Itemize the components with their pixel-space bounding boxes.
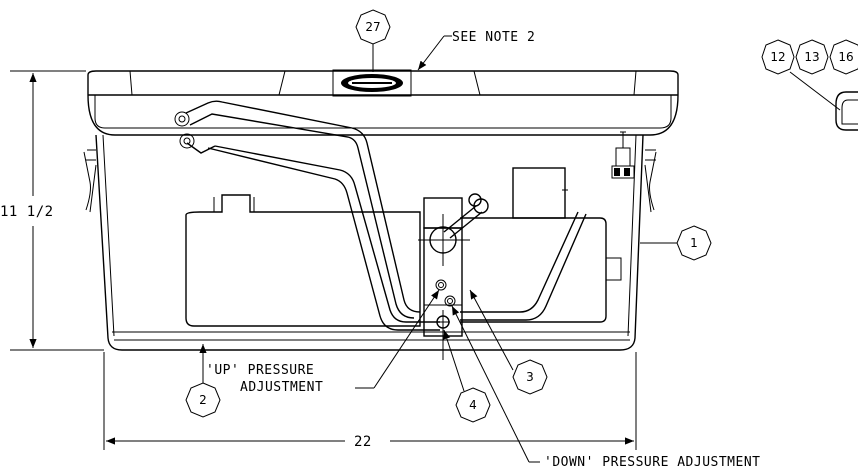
balloon-16: 16	[829, 39, 858, 75]
enclosure-lid	[87, 69, 679, 136]
width-dimension: 22	[103, 352, 637, 450]
balloon-27: 27	[355, 9, 391, 72]
balloon-13: 13	[795, 39, 829, 75]
enclosure-body	[83, 134, 657, 351]
reservoir-tank	[185, 194, 421, 327]
side-view-fragment	[835, 91, 858, 131]
balloon-3: 3	[469, 289, 548, 395]
down-pressure-text: 'DOWN' PRESSURE ADJUSTMENT	[544, 455, 761, 470]
hydraulic-lines	[174, 100, 587, 331]
balloon-4: 4	[443, 329, 491, 423]
down-pressure-callout: 'DOWN' PRESSURE ADJUSTMENT	[451, 305, 761, 470]
motor	[460, 167, 622, 323]
balloon-2: 2	[185, 344, 221, 418]
svg-text:13: 13	[804, 50, 819, 64]
valve-assembly	[418, 193, 489, 360]
see-note-callout: SEE NOTE 2	[417, 30, 535, 71]
svg-text:12: 12	[770, 50, 785, 64]
svg-text:3: 3	[526, 370, 534, 384]
width-dimension-label: 22	[354, 434, 372, 450]
svg-text:1: 1	[690, 236, 698, 250]
balloon-12: 12	[761, 39, 795, 75]
toggle-switch	[611, 131, 635, 179]
up-pressure-text: 'UP' PRESSURE	[206, 363, 314, 378]
up-pressure-callout: 'UP' PRESSURE ADJUSTMENT	[206, 289, 440, 395]
svg-text:2: 2	[199, 393, 207, 407]
see-note-text: SEE NOTE 2	[452, 30, 535, 45]
svg-text:27: 27	[365, 20, 380, 34]
height-dimension: 11 1/2	[0, 70, 104, 351]
balloon-1: 1	[640, 225, 712, 261]
svg-text:16: 16	[838, 50, 853, 64]
up-adjustment-text: ADJUSTMENT	[240, 380, 323, 395]
svg-text:4: 4	[469, 398, 477, 412]
height-dimension-label: 11 1/2	[0, 204, 54, 220]
